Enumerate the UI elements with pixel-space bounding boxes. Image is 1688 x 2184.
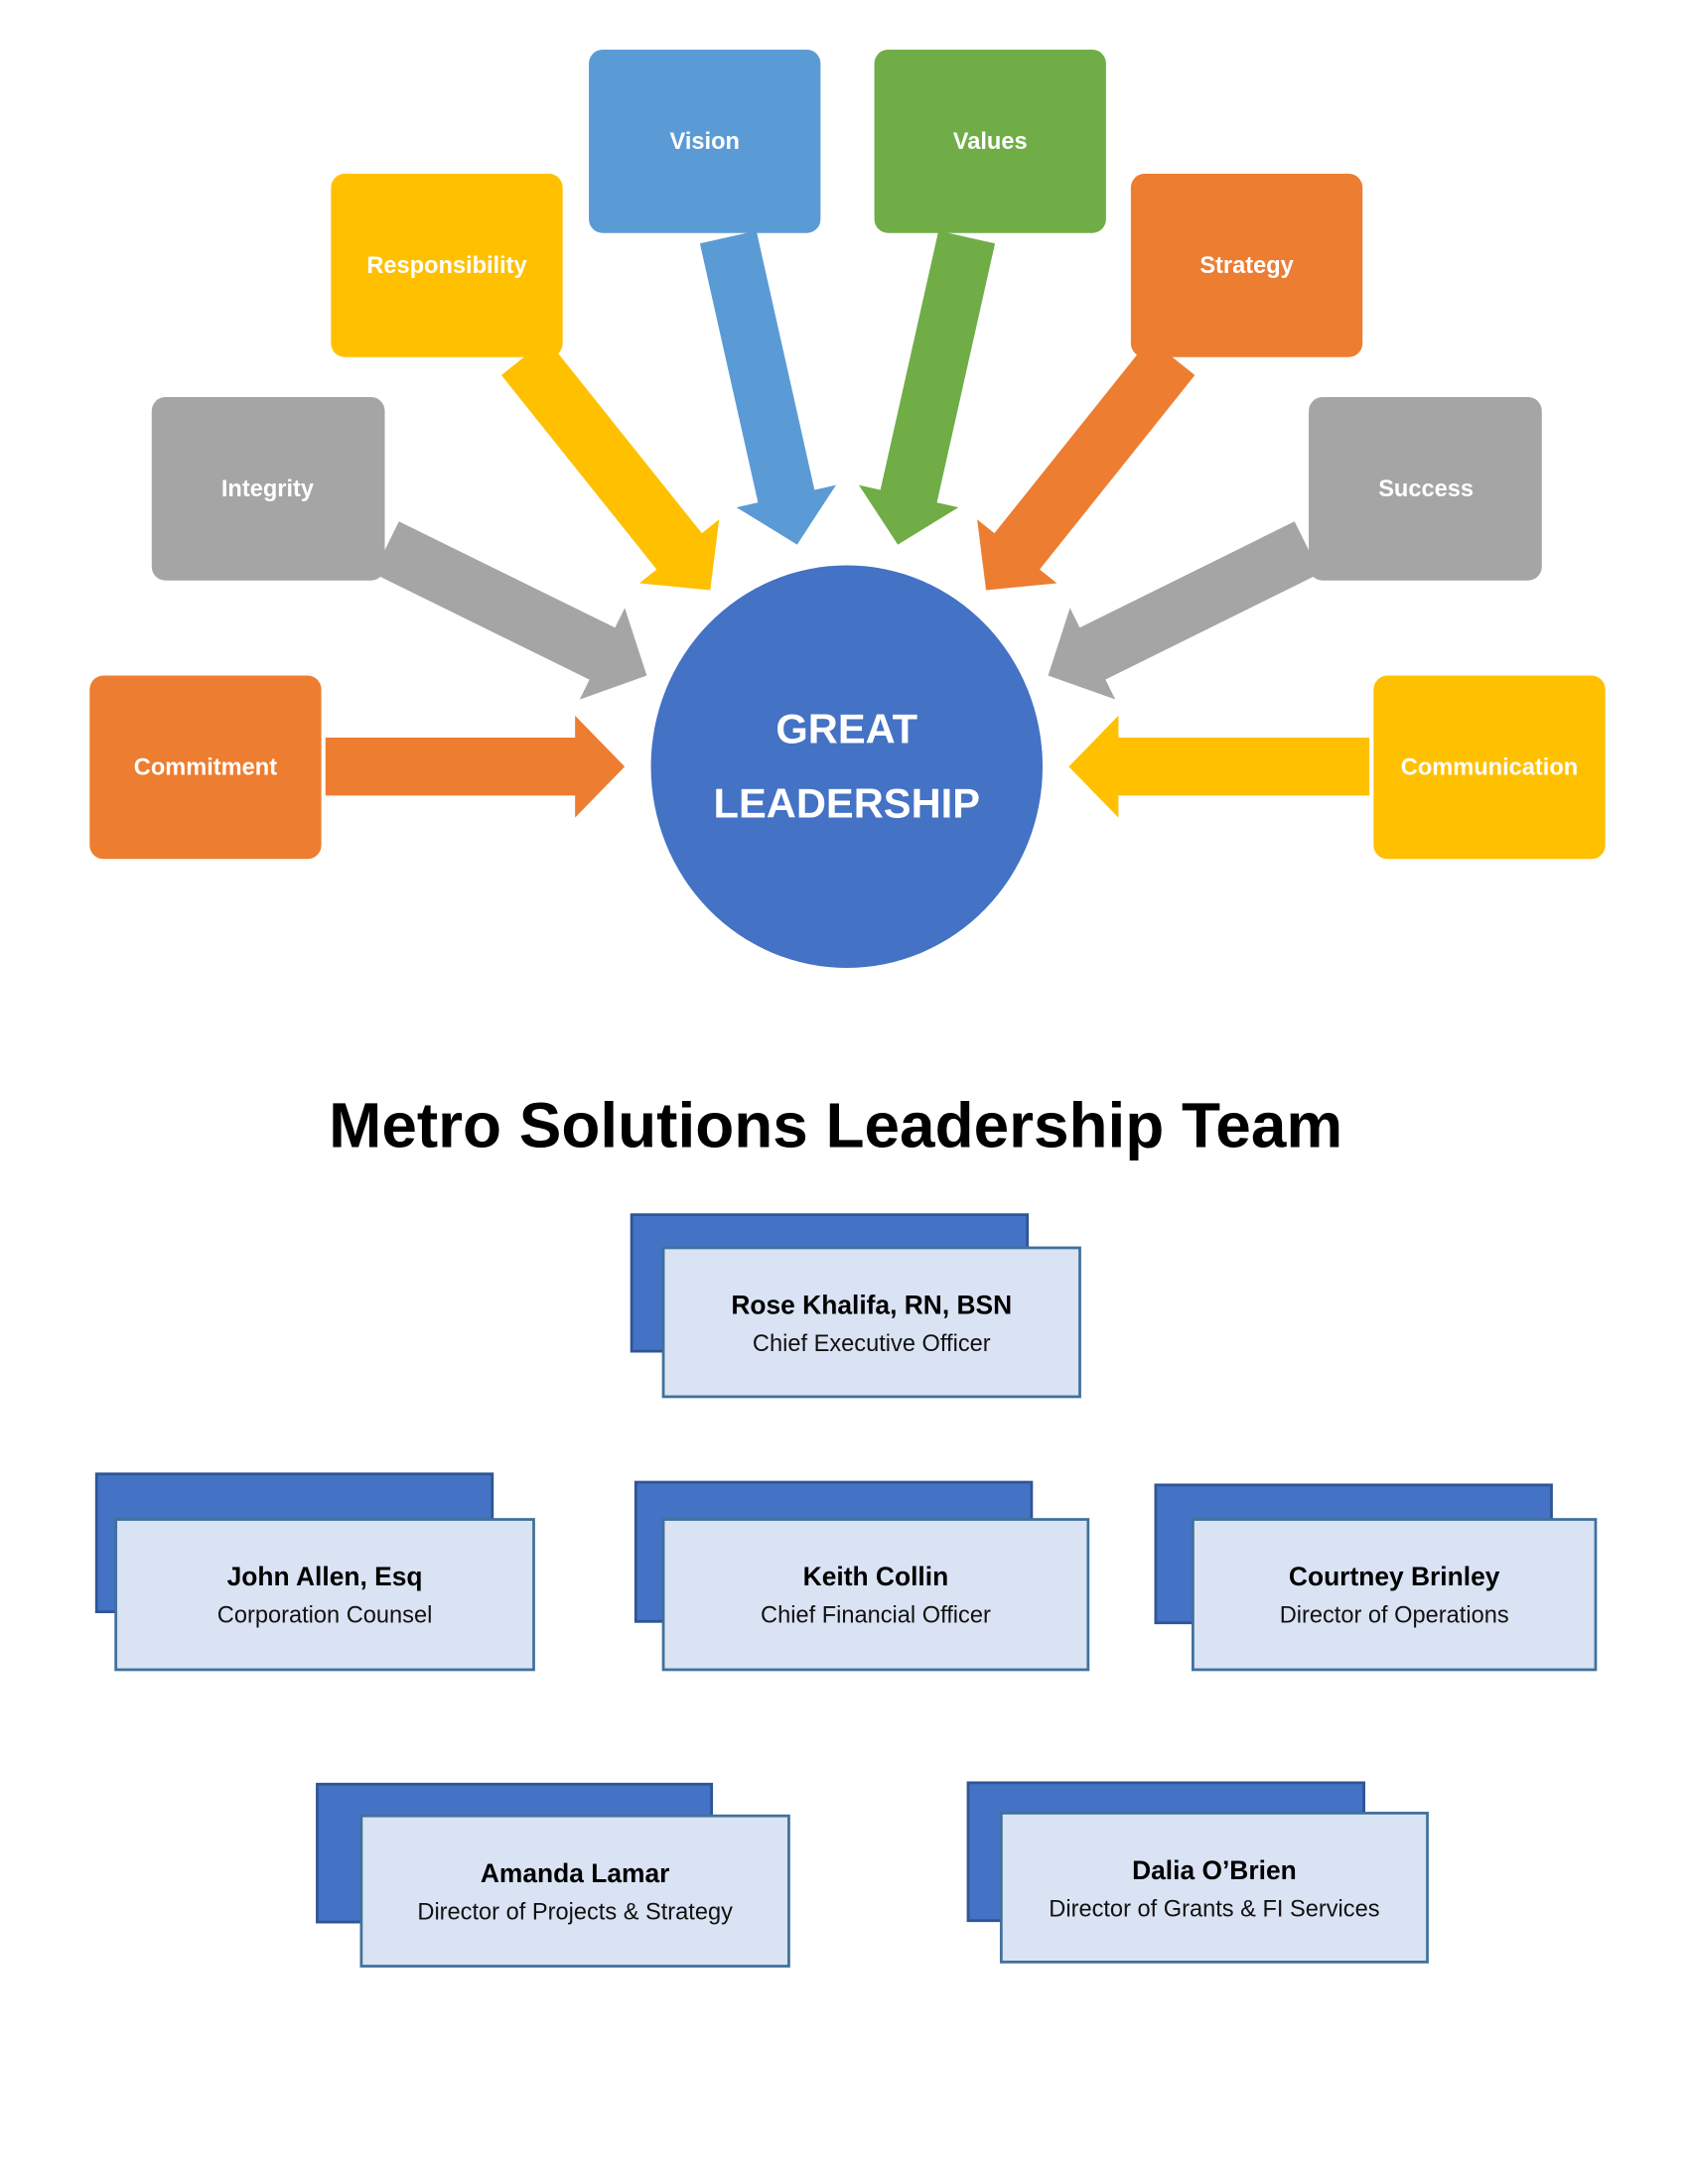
arrow-values — [858, 230, 996, 545]
member-name: Dalia O’Brien — [1132, 1855, 1297, 1885]
arrow-integrity — [373, 521, 647, 700]
quality-label: Success — [1378, 477, 1474, 502]
member-name: Courtney Brinley — [1289, 1562, 1500, 1591]
member-name: Amanda Lamar — [481, 1858, 670, 1888]
quality-label: Values — [953, 129, 1028, 155]
quality-box-commitment: Commitment — [89, 675, 322, 860]
card-front — [661, 1246, 1081, 1399]
member-role: Chief Executive Officer — [753, 1331, 991, 1357]
center-label-line2: LEADERSHIP — [714, 780, 981, 827]
member-role: Director of Grants & FI Services — [1049, 1897, 1379, 1923]
member-role: Director of Operations — [1280, 1603, 1509, 1629]
member-name: Rose Khalifa, RN, BSN — [731, 1291, 1012, 1320]
arrow-strategy — [977, 339, 1196, 591]
quality-box-strategy: Strategy — [1130, 174, 1363, 357]
arrow-communication — [1068, 715, 1370, 818]
quality-box-communication: Communication — [1373, 675, 1606, 860]
quality-label: Integrity — [221, 477, 314, 502]
arrows — [325, 230, 1370, 818]
arrow-vision — [699, 230, 836, 545]
quality-box-vision: Vision — [589, 50, 821, 233]
quality-label: Strategy — [1199, 253, 1293, 279]
card-front — [359, 1814, 790, 1968]
member-role: Corporation Counsel — [217, 1603, 433, 1629]
member-name: Keith Collin — [803, 1562, 949, 1591]
center-label-line1: GREAT — [775, 706, 917, 752]
quality-boxes: Commitment Integrity Responsibility Visi… — [89, 50, 1606, 860]
card-front — [999, 1812, 1429, 1964]
team-title: Metro Solutions Leadership Team — [329, 1090, 1342, 1161]
member-role: Chief Financial Officer — [761, 1603, 991, 1629]
arrow-success — [1048, 521, 1321, 700]
card-front — [1191, 1518, 1598, 1672]
quality-box-responsibility: Responsibility — [331, 174, 563, 357]
card-front — [661, 1518, 1090, 1672]
quality-label: Commitment — [134, 755, 277, 781]
member-name: John Allen, Esq — [227, 1562, 423, 1591]
team-cards: Rose Khalifa, RN, BSN Chief Executive Off… — [94, 1213, 1598, 1968]
quality-label: Vision — [670, 129, 740, 155]
quality-box-success: Success — [1309, 397, 1542, 581]
arrow-commitment — [325, 715, 626, 818]
team-card: Rose Khalifa, RN, BSN Chief Executive Off… — [630, 1213, 1081, 1399]
quality-label: Communication — [1401, 755, 1578, 781]
quality-label: Responsibility — [366, 253, 526, 279]
arrow-responsibility — [500, 339, 720, 591]
member-role: Director of Projects & Strategy — [417, 1899, 733, 1925]
great-leadership-circle: GREAT LEADERSHIP — [650, 565, 1043, 968]
quality-box-values: Values — [874, 50, 1106, 233]
quality-box-integrity: Integrity — [151, 397, 385, 581]
card-front — [114, 1518, 535, 1672]
